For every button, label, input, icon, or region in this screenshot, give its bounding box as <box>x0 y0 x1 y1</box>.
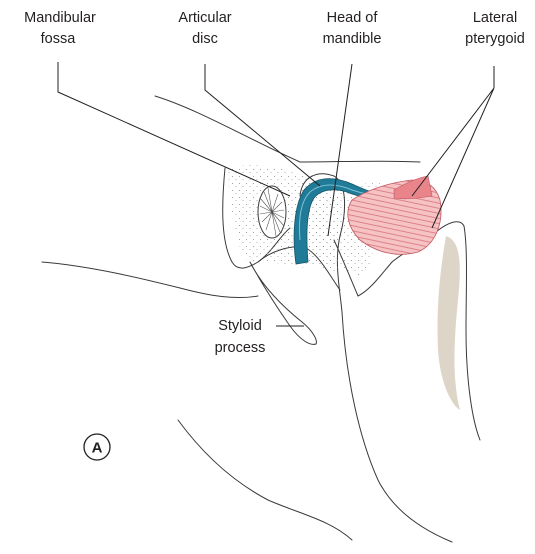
label-articular-disc: Articular disc <box>178 10 231 47</box>
label-lateral-pterygoid: Lateral pterygoid <box>465 10 525 47</box>
svg-text:A: A <box>92 440 103 457</box>
label-head-of-mandible: Head of mandible <box>323 10 382 47</box>
svg-text:process: process <box>215 340 266 356</box>
external-acoustic-meatus <box>258 186 286 238</box>
zygomatic-arch-outline <box>155 96 420 162</box>
coronoid-shadow <box>437 236 460 410</box>
svg-text:fossa: fossa <box>41 31 77 47</box>
svg-text:Lateral: Lateral <box>473 10 517 26</box>
svg-text:Mandibular: Mandibular <box>24 10 96 26</box>
cranial-base-outline <box>42 262 258 298</box>
label-mandibular-fossa: Mandibular fossa <box>24 10 96 47</box>
svg-text:pterygoid: pterygoid <box>465 31 525 47</box>
svg-text:disc: disc <box>192 31 218 47</box>
label-styloid-process: Styloid process <box>215 318 266 356</box>
svg-text:Articular: Articular <box>178 10 231 26</box>
svg-text:Head of: Head of <box>327 10 379 26</box>
panel-letter-badge: A <box>84 434 110 460</box>
lower-jaw-contour <box>178 420 352 540</box>
svg-text:mandible: mandible <box>323 31 382 47</box>
svg-text:Styloid: Styloid <box>218 318 262 334</box>
